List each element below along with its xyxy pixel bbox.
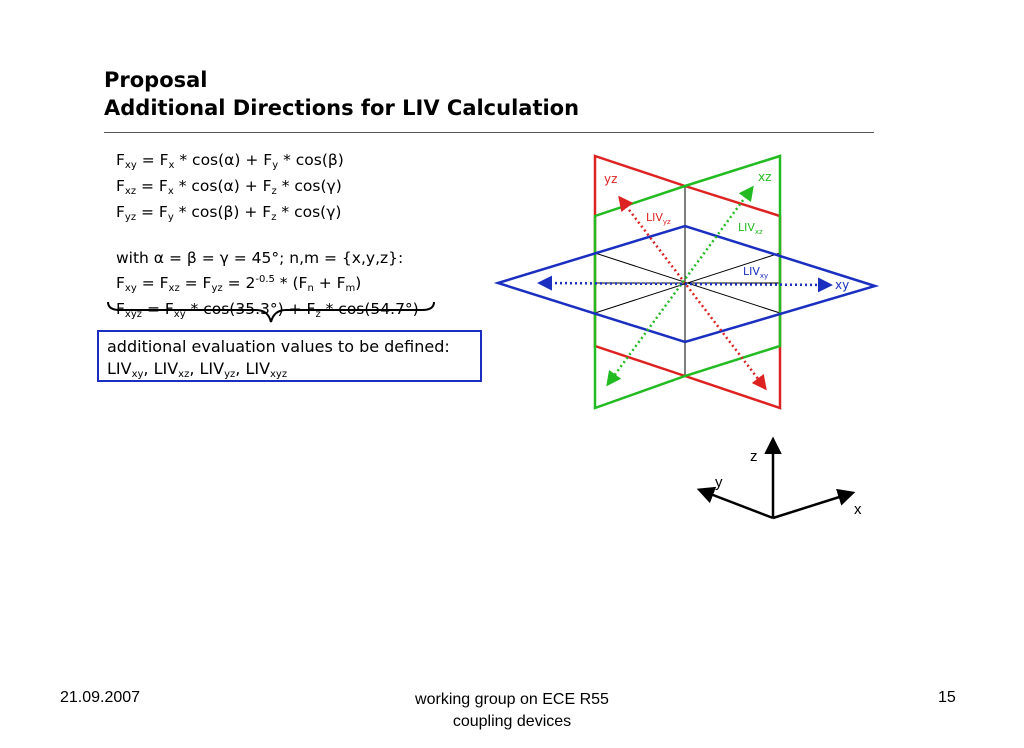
y-axis-arrow xyxy=(696,486,774,520)
formula-conditions: with α = β = γ = 45°; n,m = {x,y,z}: xyxy=(116,249,404,267)
y-axis-label: y xyxy=(715,474,723,491)
evaluation-heading: additional evaluation values to be defin… xyxy=(107,337,450,356)
formula-fyz: Fyz = Fy * cos(β) + Fz * cos(γ) xyxy=(116,203,342,223)
formula-fxz: Fxz = Fx * cos(α) + Fz * cos(γ) xyxy=(116,177,342,197)
formula-fxyz: Fxyz = Fxy * cos(35.3°) + Fz * cos(54.7°… xyxy=(116,300,419,320)
title-line-2: Additional Directions for LIV Calculatio… xyxy=(104,96,580,120)
x-axis-label: x xyxy=(854,501,862,518)
slide-title: Proposal Additional Directions for LIV C… xyxy=(104,66,579,122)
evaluation-values-box: additional evaluation values to be defin… xyxy=(97,330,482,382)
xy-plane-label: xy xyxy=(835,278,849,292)
title-divider xyxy=(104,132,874,133)
liv-xy-arrow-label: LIVxy xyxy=(743,265,768,280)
z-axis-label: z xyxy=(750,448,758,465)
liv-xz-arrow xyxy=(606,185,754,387)
liv-xz-label: LIVxz, xyxy=(153,359,200,380)
plane-intersection-lines xyxy=(594,186,781,376)
yz-plane-label: yz xyxy=(604,172,617,186)
footer-center-line-1: working group on ECE R55 xyxy=(415,691,609,708)
liv-xyz-label: LIVxyz xyxy=(245,359,288,380)
liv-yz-label: LIVyz, xyxy=(199,359,246,380)
liv-xy-label: LIVxy, xyxy=(107,359,154,380)
footer-center-line-2: coupling devices xyxy=(452,713,572,730)
coordinate-axes: z y x xyxy=(696,436,862,520)
formula-equal-forces: Fxy = Fxz = Fyz = 2-0.5 * (Fn + Fm) xyxy=(116,274,362,294)
formula-fxy: Fxy = Fx * cos(α) + Fy * cos(β) xyxy=(116,151,344,171)
evaluation-values-list: LIVxy, LIVxz, LIVyz, LIVxyz xyxy=(107,358,480,386)
liv-xz-arrow-label: LIVxz xyxy=(738,221,763,236)
title-line-1: Proposal xyxy=(104,68,208,92)
yz-plane xyxy=(593,154,782,410)
curly-brace xyxy=(107,301,435,323)
footer-center: working group on ECE R55 coupling device… xyxy=(362,689,662,733)
direction-planes-diagram: yz xz xy LIVyz LIVxz LIVxy xyxy=(493,154,880,410)
footer-page-number: 15 xyxy=(938,689,956,706)
liv-yz-arrow-label: LIVyz xyxy=(646,211,671,226)
xz-plane-label: xz xyxy=(758,170,771,184)
liv-xy-arrow xyxy=(537,275,833,293)
footer-date: 21.09.2007 xyxy=(60,689,141,706)
x-axis-arrow xyxy=(772,488,856,520)
formula-block: Fxy = Fx * cos(α) + Fy * cos(β) Fxz = Fx… xyxy=(116,150,419,325)
xz-plane xyxy=(593,154,782,410)
